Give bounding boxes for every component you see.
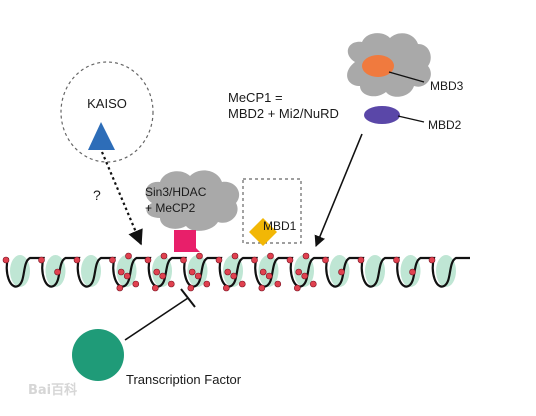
mbd2-pointer <box>397 115 425 123</box>
methyl-site-icon <box>338 268 345 276</box>
methyl-site-icon <box>159 272 166 280</box>
methyl-site-icon <box>265 272 273 280</box>
mbd2-blob-icon <box>364 106 400 124</box>
methyl-site-icon <box>251 256 258 264</box>
methyl-site-icon <box>258 284 266 292</box>
kaiso-label: KAISO <box>87 96 127 111</box>
mbd3-blob-icon <box>362 55 394 77</box>
methyl-site-icon <box>293 284 301 292</box>
methyl-site-icon <box>259 268 267 276</box>
methyl-site-icon <box>322 256 329 264</box>
mecp1-label: MeCP1 = <box>228 90 283 105</box>
inhibition-line <box>124 297 189 341</box>
methyl-site-icon <box>239 280 246 288</box>
sin3-hdac-mecp2-group: Sin3/HDAC + MeCP2 <box>145 170 240 252</box>
methyl-site-icon <box>109 256 116 264</box>
methyl-site-icon <box>309 280 317 288</box>
methyl-site-icon <box>2 256 10 264</box>
transcription-factor-group: Transcription Factor <box>72 288 242 387</box>
methyl-sites <box>2 252 436 292</box>
kaiso-circle <box>60 61 154 163</box>
methyl-site-icon <box>194 272 202 280</box>
methyl-site-icon <box>223 284 230 292</box>
methyl-site-icon <box>132 280 140 288</box>
mbd3-pointer <box>388 71 425 83</box>
kaiso-dotted-arrow <box>100 151 143 246</box>
sin3-label: Sin3/HDAC <box>145 185 207 199</box>
methyl-site-icon <box>196 252 203 260</box>
methyl-site-icon <box>160 252 168 260</box>
methyl-site-icon <box>357 256 365 264</box>
inhibition-bar <box>180 288 196 308</box>
transcription-factor-label: Transcription Factor <box>126 372 242 387</box>
methyl-site-icon <box>117 268 125 276</box>
mecp2-label: + MeCP2 <box>145 201 196 215</box>
methyl-site-icon <box>393 256 400 264</box>
mecp1-arrow <box>314 133 363 248</box>
methyl-site-icon <box>38 256 45 264</box>
methyl-site-icon <box>267 252 274 260</box>
methyl-site-icon <box>428 256 436 264</box>
sin3-cloud <box>145 170 240 231</box>
methyl-site-icon <box>224 268 231 276</box>
watermark: Bai百科 <box>28 382 77 398</box>
methyl-site-icon <box>153 268 160 276</box>
methyl-site-icon <box>409 268 416 276</box>
mbd3-label: MBD3 <box>430 79 464 93</box>
methyl-site-icon <box>230 272 237 280</box>
question-mark: ? <box>93 187 101 203</box>
methyl-site-icon <box>54 268 61 276</box>
methyl-site-icon <box>123 272 131 280</box>
dna-strand <box>5 256 470 288</box>
methyl-site-icon <box>144 256 152 264</box>
methyl-site-icon <box>116 284 124 292</box>
mbd1-diamond-icon <box>249 218 277 246</box>
kaiso-triangle-icon <box>88 122 115 150</box>
mbd1-dashed-box <box>242 178 302 244</box>
methyl-site-icon <box>231 252 239 260</box>
methyl-site-icon <box>73 256 81 264</box>
methyl-site-icon <box>168 280 175 288</box>
methyl-site-icon <box>302 252 310 260</box>
sin3-block-icon <box>174 230 200 252</box>
mbd2-label: MBD2 <box>428 118 462 132</box>
methyl-site-icon <box>274 280 282 288</box>
mecp1-composition-label: MBD2 + Mi2/NuRD <box>228 106 339 121</box>
kaiso-group: KAISO ? <box>60 61 154 246</box>
methyl-site-icon <box>187 284 195 292</box>
mbd1-label: MBD1 <box>263 219 297 233</box>
methyl-site-icon <box>215 256 223 264</box>
mecp1-group: MBD3 MBD2 MeCP1 = MBD2 + Mi2/NuRD <box>228 33 464 248</box>
methyl-site-icon <box>180 256 187 264</box>
methyl-site-icon <box>152 284 159 292</box>
methyl-site-icon <box>203 280 211 288</box>
methyl-site-icon <box>295 268 303 276</box>
methyl-site-icon <box>301 272 309 280</box>
mbd1-group: MBD1 <box>242 178 302 246</box>
methyl-site-icon <box>286 256 294 264</box>
transcription-factor-icon <box>72 329 124 381</box>
methyl-site-icon <box>125 252 132 260</box>
methyl-site-icon <box>188 268 196 276</box>
